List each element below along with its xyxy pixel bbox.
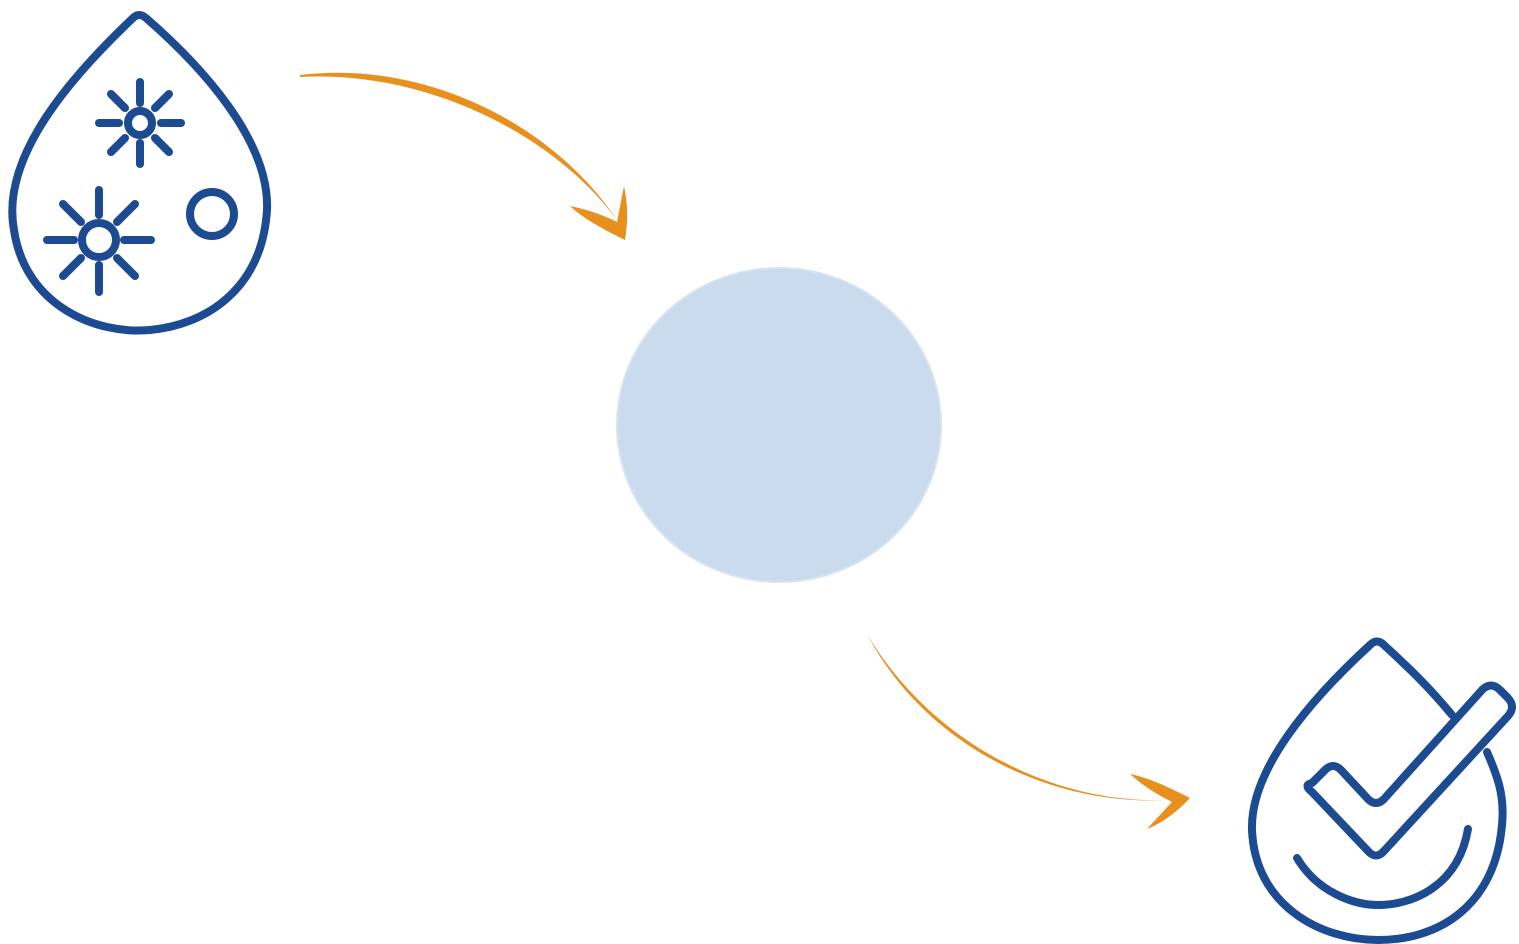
arrow-shaft	[867, 634, 1170, 801]
water-drop-with-checkmark-icon	[1252, 642, 1512, 941]
curved-arrow-icon	[867, 634, 1190, 829]
drop-outline	[1252, 642, 1503, 941]
germ-icon	[99, 82, 181, 164]
germ-icon	[47, 190, 151, 292]
filter-membrane	[617, 268, 941, 582]
drop-outline	[12, 15, 267, 331]
smile-curve	[1297, 829, 1468, 905]
curved-arrow-icon	[300, 73, 627, 240]
arrow-shaft	[300, 73, 617, 220]
filter-disc-icon	[617, 268, 941, 582]
particle-icon	[190, 192, 234, 236]
checkmark-icon	[1308, 686, 1513, 856]
arrow-head	[570, 186, 627, 240]
arrow-head	[1130, 774, 1190, 829]
water-drop-with-germs-icon	[12, 15, 267, 331]
